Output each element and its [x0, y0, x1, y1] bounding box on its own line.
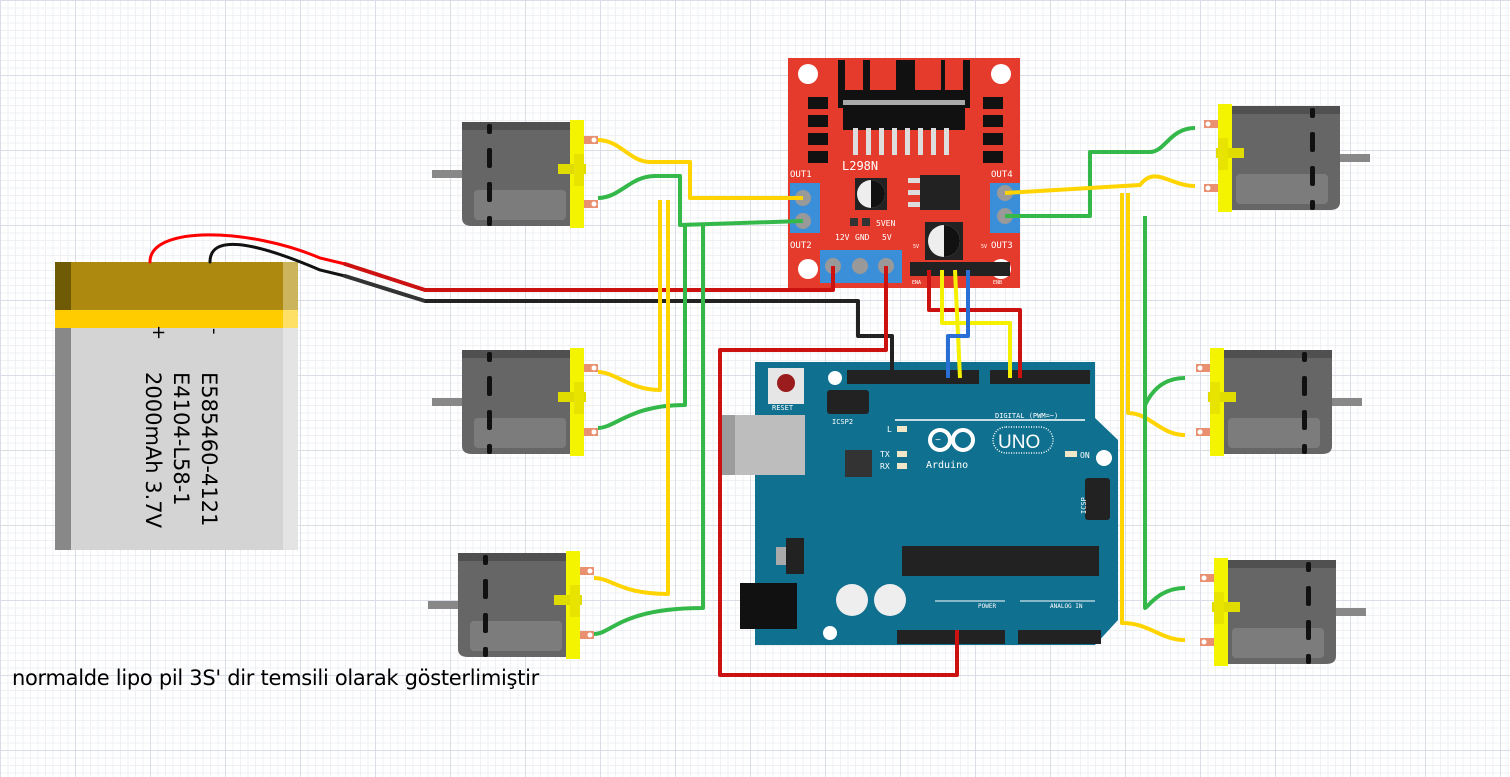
battery-plus-label: +: [148, 325, 169, 340]
ena-label: ENA: [912, 280, 921, 286]
enb-label: ENB: [993, 280, 1002, 286]
motor-middle-left[interactable]: [432, 348, 598, 456]
battery-label-line2: E4104-L58-1: [169, 372, 193, 506]
led-tx-label: TX: [880, 450, 890, 459]
terminal-gnd-label: GND: [855, 233, 870, 242]
analog-header[interactable]: [1018, 630, 1101, 644]
motor-front-right[interactable]: [1204, 104, 1370, 212]
led-rx-label: RX: [880, 462, 890, 471]
icsp-label: ICSP: [1080, 497, 1088, 514]
power-label: POWER: [978, 603, 996, 610]
out3-label: OUT3: [991, 241, 1013, 251]
sven-label: 5VEN: [876, 219, 895, 228]
wires[interactable]: [425, 126, 1196, 677]
battery-leads[interactable]: [148, 233, 427, 303]
logo-minus: −: [935, 435, 941, 446]
reset-button-label: RESET: [772, 404, 794, 412]
power-header[interactable]: [897, 630, 1005, 644]
arduino-logo-icon: [928, 428, 975, 452]
terminal-12v-label: 12V: [835, 233, 850, 242]
motor-rear-right[interactable]: [1200, 558, 1366, 666]
annotation-note: normalde lipo pil 3S' dir temsili olarak…: [12, 666, 539, 690]
driver-name-label: L298N: [842, 159, 878, 173]
battery-minus-label: -: [204, 328, 225, 335]
pin-5v-left-label: 5V: [913, 244, 919, 250]
logo-text: Arduino: [926, 460, 968, 471]
battery-label-line3: 2000mAh 3.7V: [141, 372, 165, 529]
digital-label: DIGITAL (PWM=~): [995, 412, 1058, 420]
pin-5v-right-label: 5V: [981, 244, 987, 250]
motor-front-left[interactable]: [432, 120, 598, 228]
lipo-battery[interactable]: + - E585460-4121 E4104-L58-1 2000mAh 3.7…: [55, 262, 298, 550]
motor-middle-right[interactable]: [1196, 348, 1362, 456]
analog-label: ANALOG IN: [1050, 603, 1083, 610]
battery-label-line1: E585460-4121: [197, 372, 221, 526]
motor-rear-left[interactable]: [428, 551, 594, 659]
icsp2-label: ICSP2: [832, 418, 853, 426]
l298n-driver[interactable]: L298N OUT1 OUT2 OUT4 OUT3 12V GND 5V 5VE…: [788, 58, 1020, 288]
arduino-uno[interactable]: RESET ICSP2 DIGITAL (PWM=~) L TX RX − UN…: [720, 362, 1118, 645]
on-label: ON: [1080, 451, 1090, 460]
out1-label: OUT1: [790, 170, 812, 180]
terminal-5v-label: 5V: [882, 233, 892, 242]
model-label: UNO: [998, 432, 1040, 453]
led-l-label: L: [887, 425, 892, 434]
out4-label: OUT4: [991, 170, 1013, 180]
digital-header-right[interactable]: [990, 370, 1090, 384]
out2-label: OUT2: [790, 241, 812, 251]
